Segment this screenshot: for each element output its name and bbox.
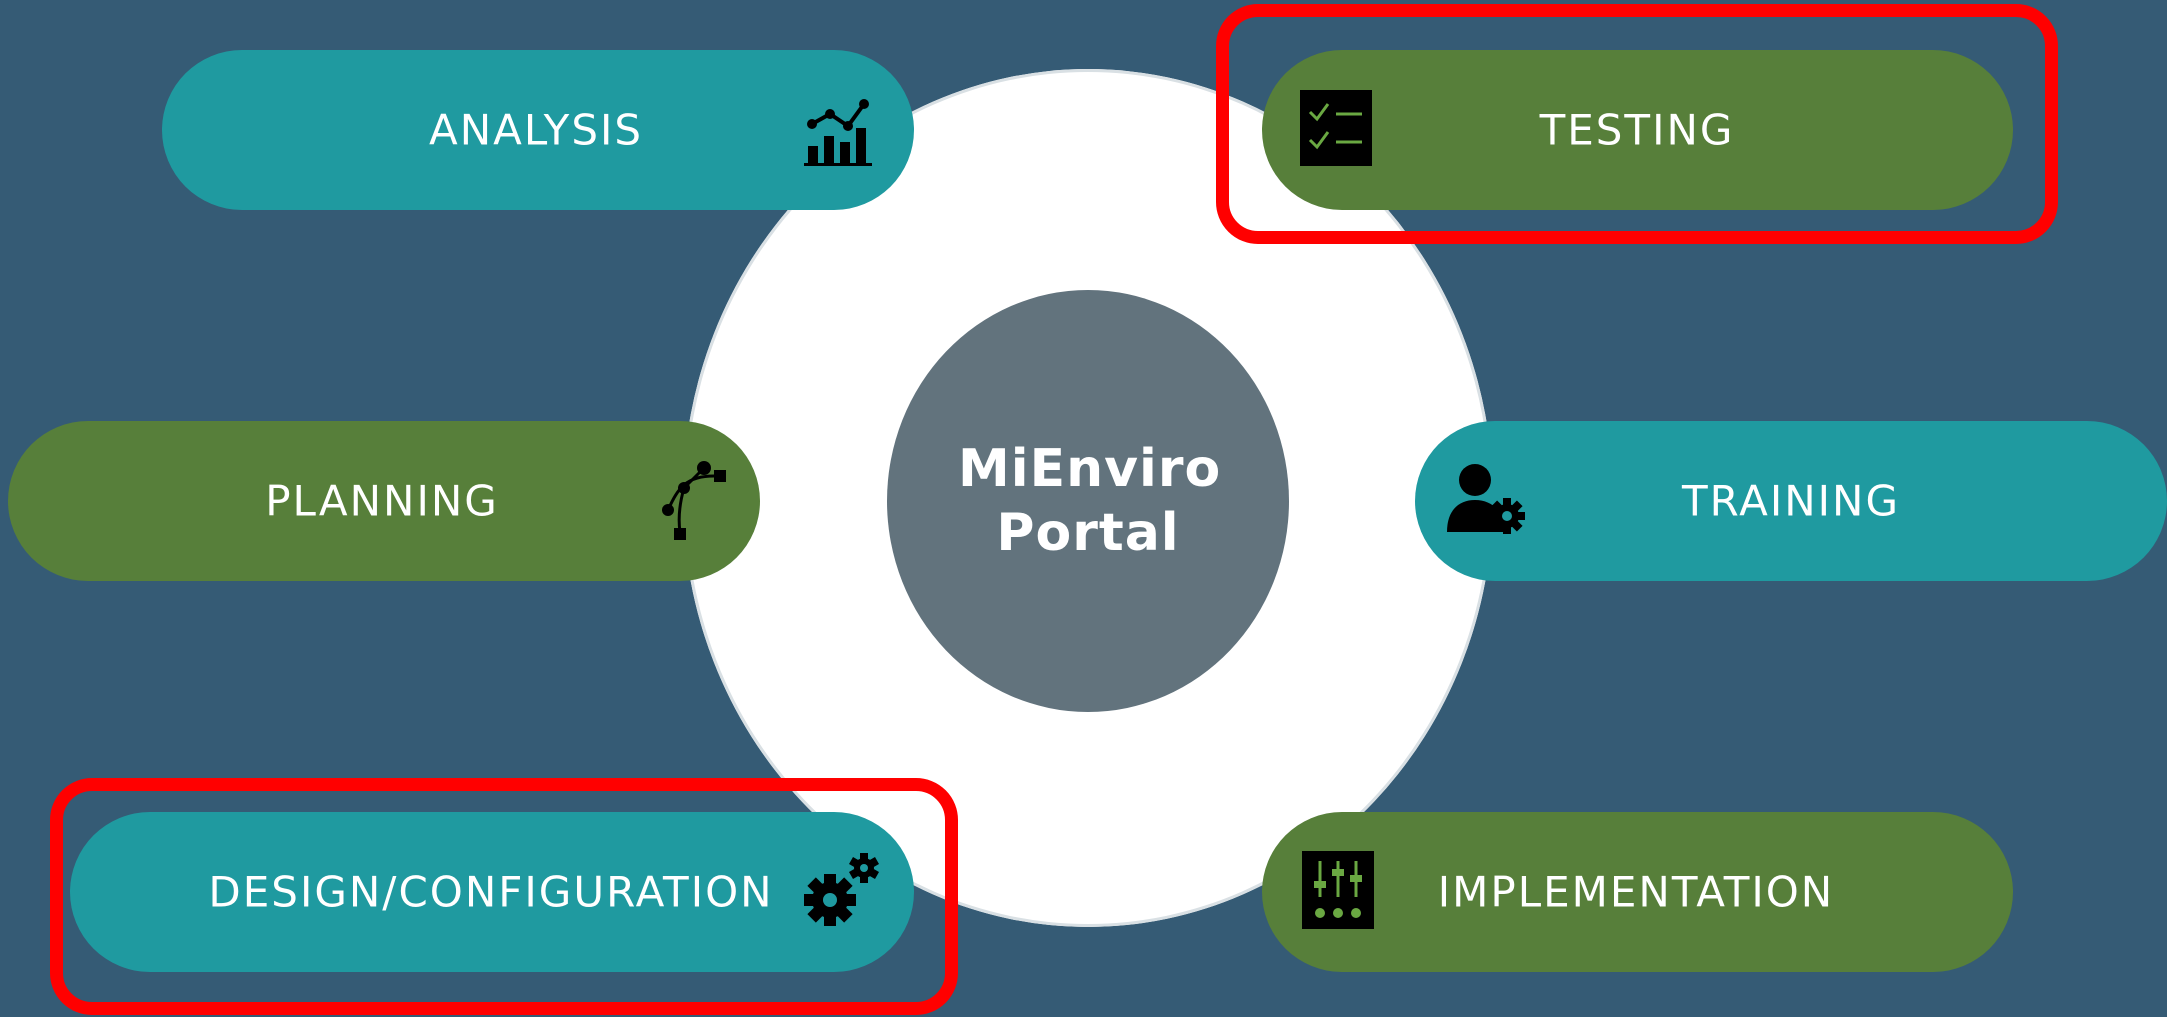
step-analysis[interactable]: ANALYSIS bbox=[162, 50, 914, 210]
center-circle: MiEnviro Portal bbox=[887, 290, 1289, 712]
step-training[interactable]: TRAINING bbox=[1415, 421, 2167, 581]
step-testing-label: TESTING bbox=[1539, 105, 1735, 155]
center-title-line1: MiEnviro bbox=[958, 439, 1222, 499]
sliders-icon bbox=[1302, 851, 1374, 933]
step-analysis-label: ANALYSIS bbox=[428, 105, 644, 155]
gears-icon bbox=[802, 850, 882, 934]
step-design-label: DESIGN/CONFIGURATION bbox=[208, 867, 774, 917]
checklist-icon bbox=[1300, 90, 1372, 170]
path-nodes-icon bbox=[656, 458, 736, 544]
step-implementation[interactable]: IMPLEMENTATION bbox=[1262, 812, 2013, 972]
step-design-configuration[interactable]: DESIGN/CONFIGURATION bbox=[70, 812, 914, 972]
center-title-line2: Portal bbox=[996, 503, 1180, 563]
step-planning[interactable]: PLANNING bbox=[8, 421, 760, 581]
step-testing[interactable]: TESTING bbox=[1262, 50, 2013, 210]
step-planning-label: PLANNING bbox=[265, 476, 499, 526]
user-gear-icon bbox=[1445, 460, 1527, 542]
step-training-label: TRAINING bbox=[1681, 476, 1901, 526]
center-title: MiEnviro Portal bbox=[958, 437, 1222, 565]
chart-icon bbox=[802, 88, 878, 172]
step-implementation-label: IMPLEMENTATION bbox=[1437, 867, 1835, 917]
